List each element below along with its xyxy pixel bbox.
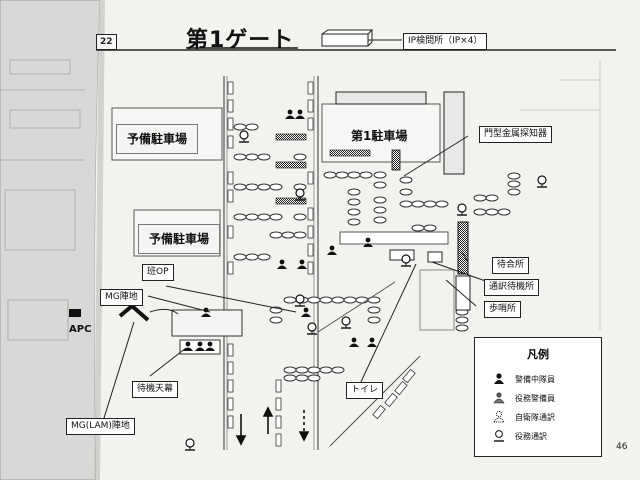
label-toilet: トイレ	[346, 382, 384, 399]
page-title: 第1ゲート	[186, 28, 295, 53]
page-number: 46	[616, 442, 628, 452]
label-waiting-area: 待合所	[492, 257, 530, 274]
legend-item: 警備中隊員	[493, 372, 555, 386]
label-mg-lam-position: MG(LAM)陣地	[66, 418, 135, 435]
legend-item-label: 役務警備員	[515, 393, 555, 403]
legend-title: 凡例	[527, 348, 549, 361]
pawn-outline-icon	[494, 430, 504, 442]
legend-item-label: 役務通訳	[515, 431, 547, 441]
label-team-op: 班OP	[142, 264, 174, 281]
label-waiting-tent: 待機天幕	[132, 381, 179, 398]
pawn-dotted-icon	[493, 410, 505, 423]
pawn-filled-icon	[494, 373, 504, 384]
label-reserve-parking-2: 予備駐車場	[138, 224, 221, 254]
label-patrol-post: 歩哨所	[484, 301, 522, 318]
legend-item-label: 自衛隊通訳	[515, 412, 555, 422]
pawn-halftone-icon	[493, 392, 505, 404]
legend-item: 自衛隊通訳	[493, 410, 555, 424]
label-apc: APC	[69, 324, 92, 335]
legend-item: 役務通訳	[493, 429, 547, 443]
label-ip-inspection: IP検問所（IP×4）	[403, 33, 488, 50]
label-reserve-parking-1: 予備駐車場	[116, 124, 199, 154]
section-tag: 22	[96, 34, 117, 50]
legend-item-label: 警備中隊員	[515, 374, 555, 384]
label-metal-detector: 門型金属探知器	[479, 126, 553, 143]
label-interpreter-waiting: 通訳待機所	[484, 279, 540, 296]
legend-item: 役務警備員	[493, 391, 555, 405]
label-parking-1: 第1駐車場	[351, 129, 408, 143]
label-mg-position: MG陣地	[100, 289, 143, 306]
legend: 凡例 警備中隊員 役務警備員 自衛隊通訳 役務通訳	[474, 337, 602, 457]
